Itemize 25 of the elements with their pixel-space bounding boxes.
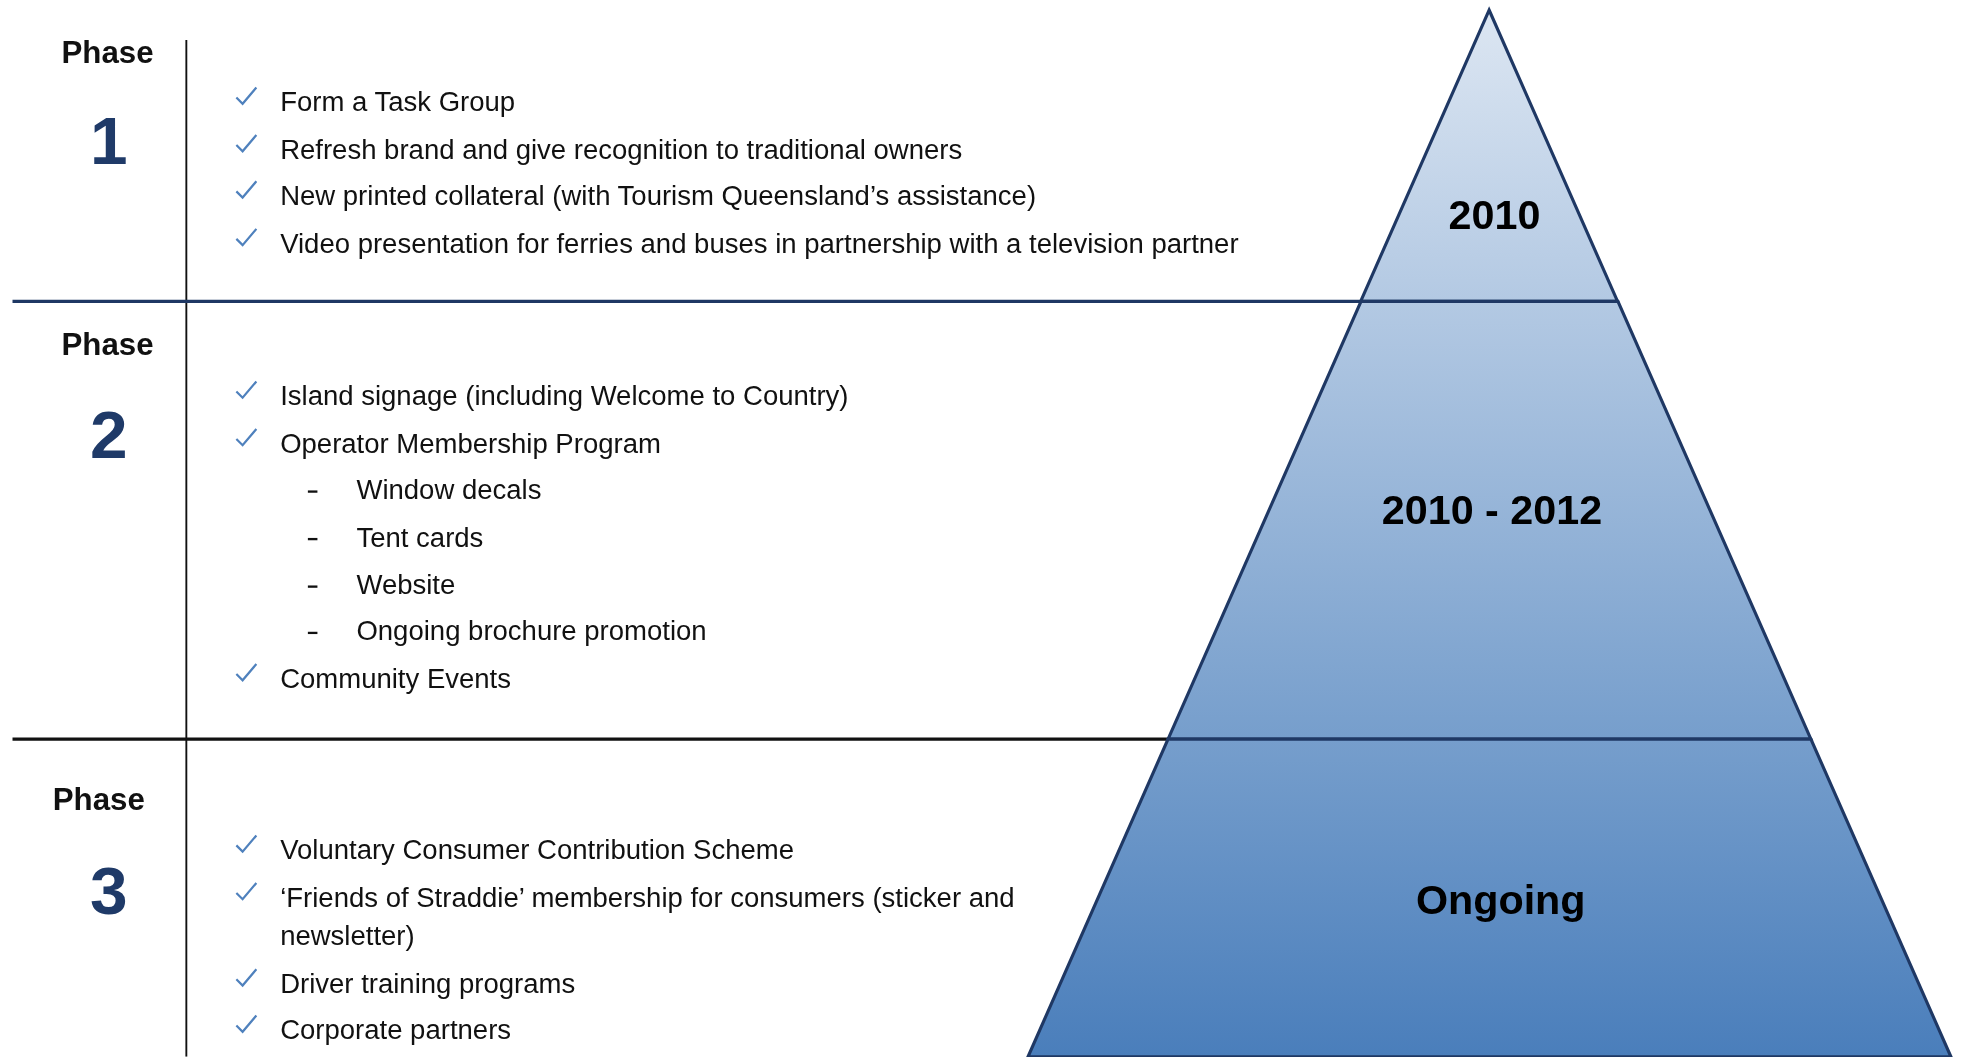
tier-label: Ongoing bbox=[1415, 876, 1586, 925]
sub-list-item: Window decals bbox=[356, 473, 542, 508]
pyramid-tier bbox=[1028, 739, 1951, 1057]
phase-number: 3 bbox=[90, 852, 128, 928]
list-item: Island signage (including Welcome to Country) bbox=[280, 379, 849, 414]
list-item: Community Events bbox=[280, 661, 512, 697]
phase-number: 2 bbox=[90, 396, 128, 472]
phase-heading: Phase bbox=[52, 781, 145, 818]
list-item: Form a Task Group bbox=[280, 85, 516, 120]
phase-number: 1 bbox=[90, 102, 128, 178]
list-item: ‘Friends of Straddie’ membership for consumers (sticker and newsletter) bbox=[280, 880, 1016, 954]
list-item: Driver training programs bbox=[280, 966, 576, 1002]
tier-label: 2010 - 2012 bbox=[1381, 486, 1603, 534]
phase-heading: Phase bbox=[61, 326, 154, 363]
sub-list-item: Tent cards bbox=[356, 520, 484, 555]
sub-list-item: Website bbox=[356, 568, 456, 603]
sub-list-item: Ongoing brochure promotion bbox=[356, 614, 707, 649]
list-item: New printed collateral (with Tourism Queensland’s assistance) bbox=[280, 179, 1037, 214]
list-item: Corporate partners bbox=[280, 1013, 512, 1048]
phase-heading: Phase bbox=[61, 33, 154, 71]
tier-label: 2010 bbox=[1448, 191, 1541, 239]
list-item: Operator Membership Program bbox=[280, 426, 661, 461]
list-item: Refresh brand and give recognition to traditional owners bbox=[280, 132, 963, 168]
list-item: Video presentation for ferries and buses in partnership with a television partner bbox=[280, 226, 1239, 261]
list-item: Voluntary Consumer Contribution Scheme bbox=[280, 833, 794, 868]
